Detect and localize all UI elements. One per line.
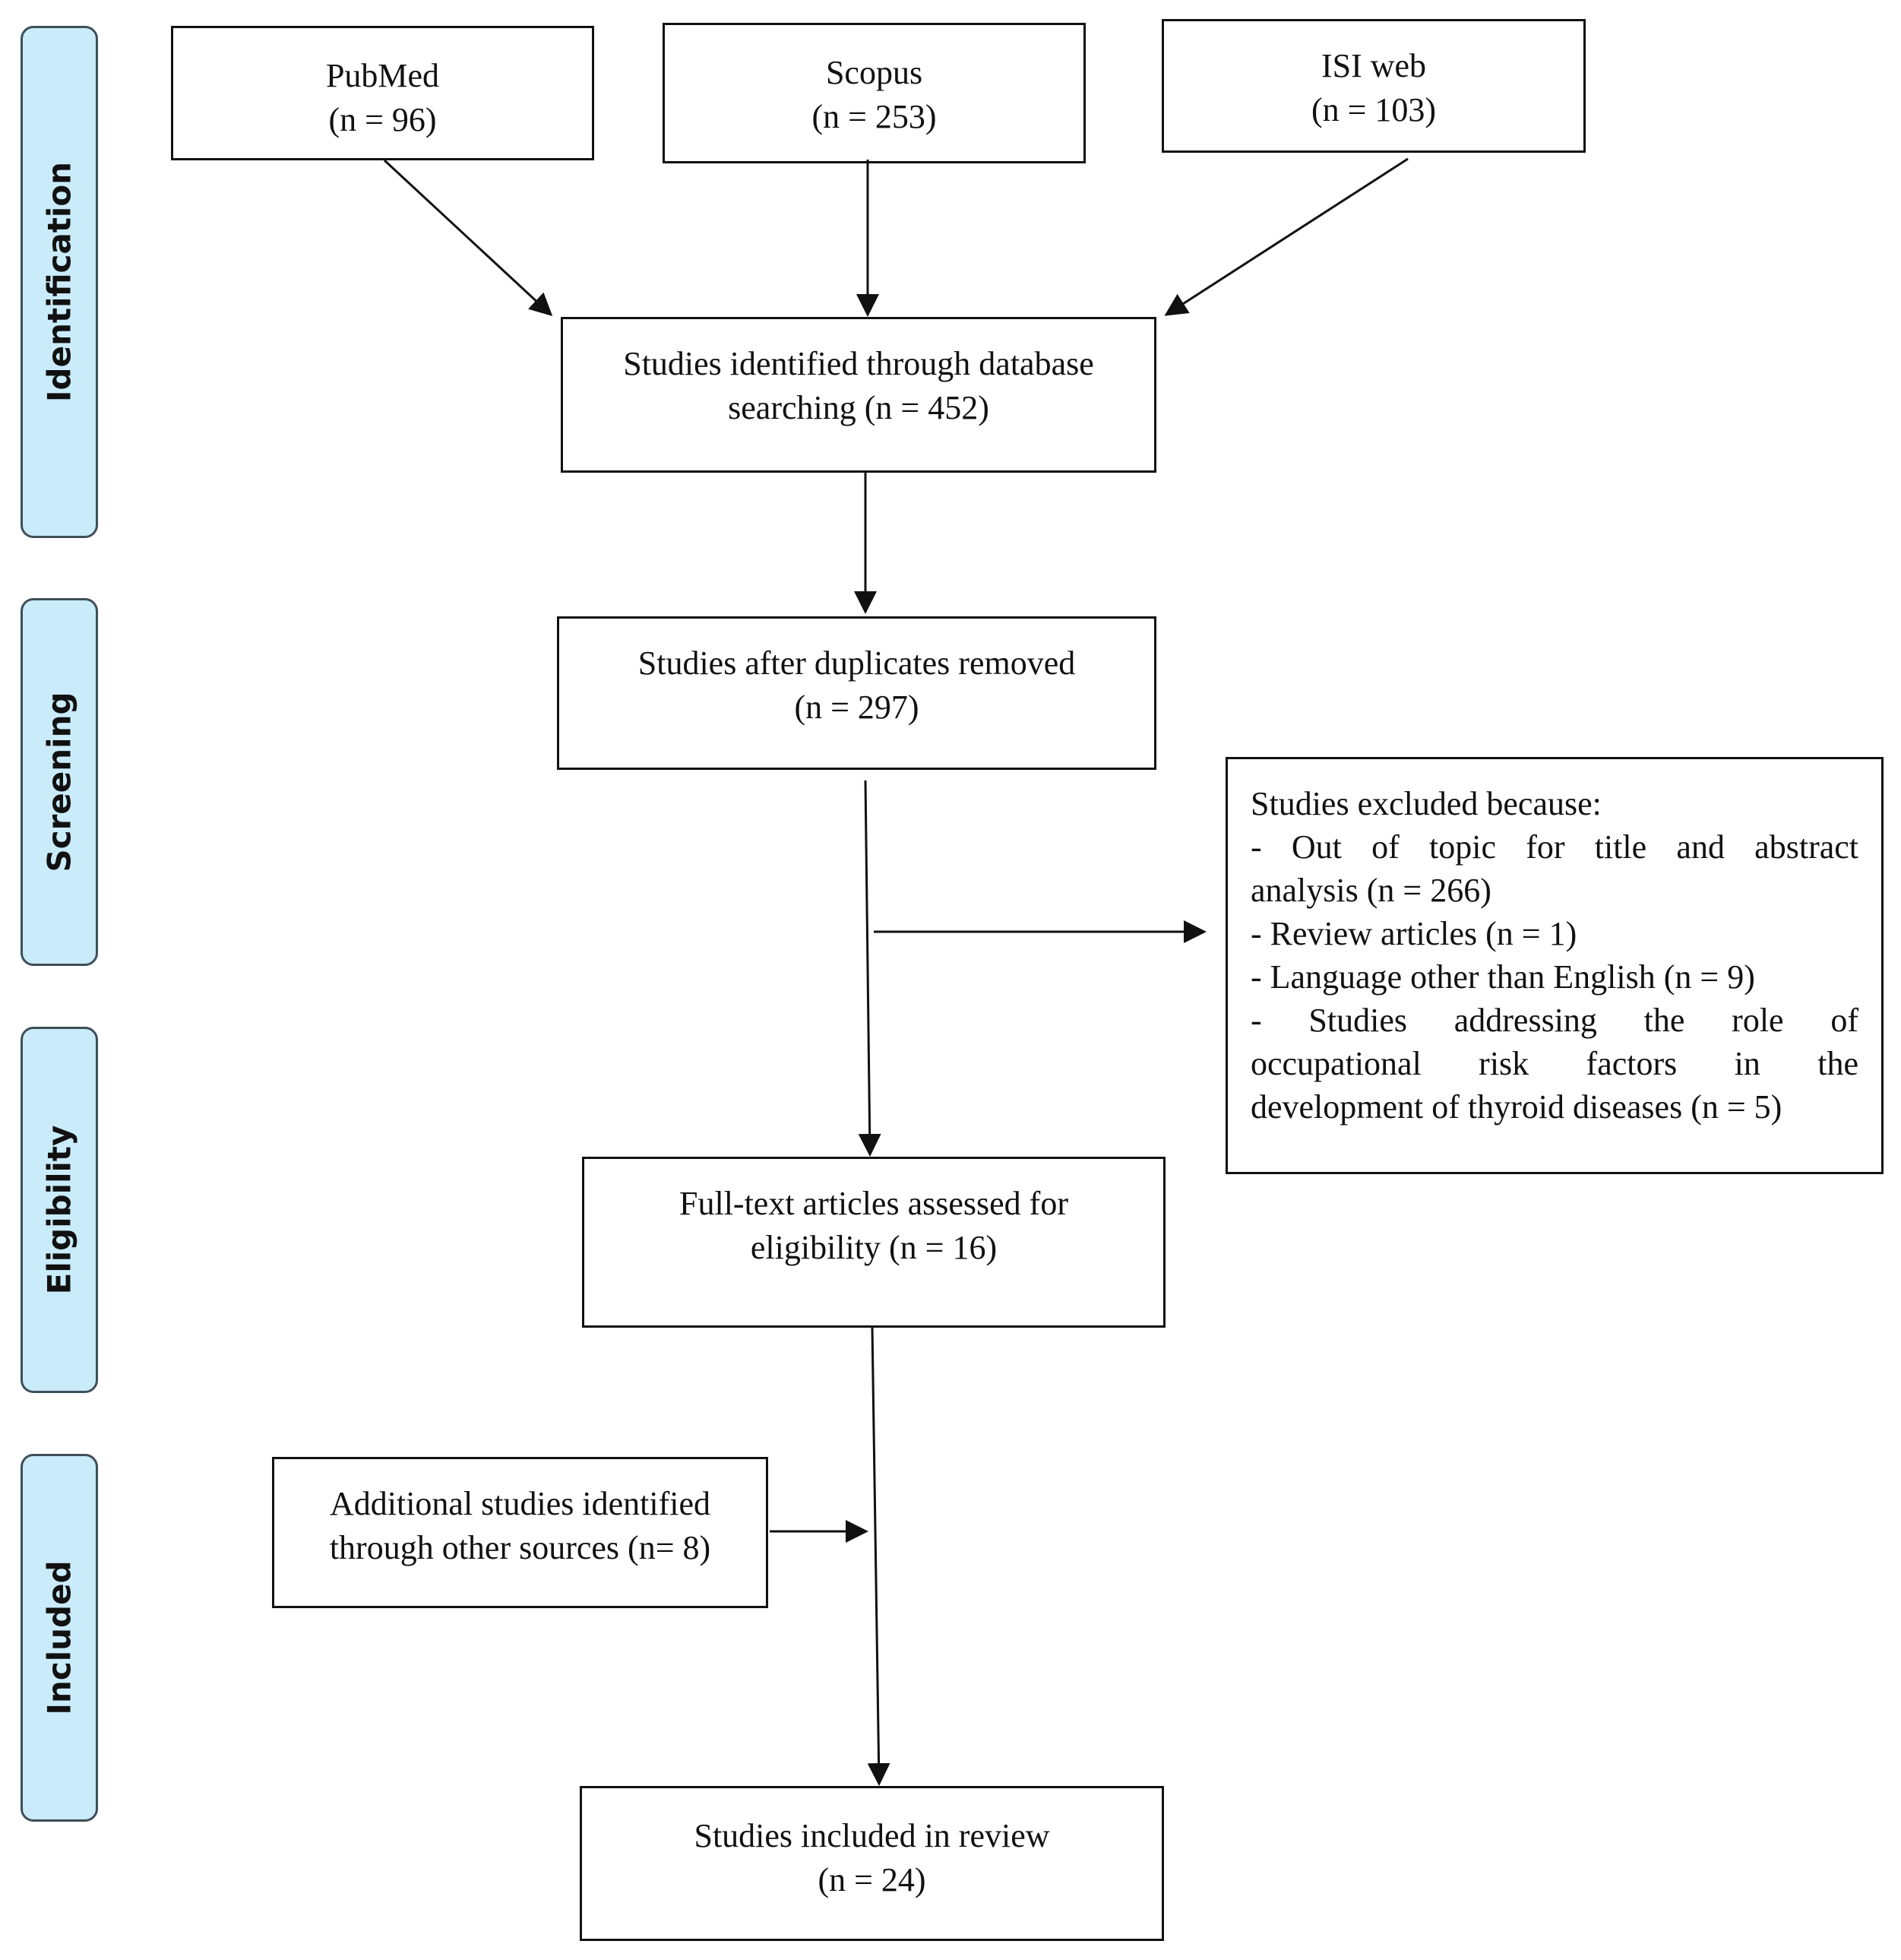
- studies-included-box: Studies included in review (n = 24): [580, 1786, 1164, 1941]
- exclusions-heading: Studies excluded because:: [1251, 785, 1602, 822]
- exclusion-item-out-of-topic-line1: - Out of topic for title and abstract: [1251, 828, 1858, 866]
- exclusion-item-occupational-line2: occupational risk factors in the: [1251, 1045, 1858, 1082]
- duplicates-removed-line2: (n = 297): [794, 689, 919, 726]
- exclusion-item-review-articles: - Review articles (n = 1): [1251, 915, 1577, 952]
- phase-eligibility-tab: Eligibility: [21, 1027, 98, 1393]
- studies-included-line2: (n = 24): [818, 1861, 926, 1898]
- arrow-isi-to-identified: [1164, 157, 1409, 316]
- pubmed-box: PubMed (n = 96): [171, 26, 594, 160]
- scopus-box: Scopus (n = 253): [663, 23, 1086, 163]
- phase-identification-tab: Identification: [21, 26, 98, 538]
- isi-web-title: ISI web: [1321, 47, 1427, 84]
- additional-studies-line2: through other sources (n= 8): [329, 1529, 711, 1566]
- scopus-count: (n = 253): [811, 98, 937, 135]
- phase-screening-tab: Screening: [21, 598, 98, 966]
- exclusion-item-occupational: - Studies addressing the role of occupat…: [1251, 999, 1858, 1129]
- arrow-dedup-to-fulltext: [858, 780, 881, 1157]
- full-text-box: Full-text articles assessed for eligibil…: [582, 1157, 1166, 1328]
- full-text-line2: eligibility (n = 16): [750, 1229, 998, 1266]
- exclusion-item-out-of-topic-line2: analysis (n = 266): [1251, 872, 1491, 909]
- duplicates-removed-box: Studies after duplicates removed (n = 29…: [557, 616, 1156, 770]
- identified-line2: searching (n = 452): [728, 389, 989, 426]
- arrow-pubmed-to-identified: [383, 159, 553, 317]
- identified-box: Studies identified through database sear…: [561, 317, 1156, 473]
- duplicates-removed-line1: Studies after duplicates removed: [637, 644, 1076, 682]
- pubmed-count: (n = 96): [328, 101, 437, 138]
- exclusion-item-occupational-line1: - Studies addressing the role of: [1251, 1002, 1858, 1039]
- additional-studies-line1: Additional studies identified: [329, 1485, 711, 1522]
- additional-studies-box: Additional studies identified through ot…: [272, 1457, 768, 1608]
- isi-web-count: (n = 103): [1311, 91, 1437, 128]
- identified-line1: Studies identified through database: [623, 345, 1094, 382]
- exclusion-item-language: - Language other than English (n = 9): [1251, 958, 1755, 996]
- exclusions-box: Studies excluded because: - Out of topic…: [1226, 757, 1884, 1174]
- exclusion-item-occupational-line3: development of thyroid diseases (n = 5): [1251, 1088, 1782, 1126]
- isi-web-box: ISI web (n = 103): [1162, 19, 1586, 153]
- studies-included-line1: Studies included in review: [694, 1817, 1050, 1854]
- scopus-title: Scopus: [825, 54, 923, 91]
- pubmed-title: PubMed: [325, 57, 440, 94]
- full-text-line1: Full-text articles assessed for: [679, 1185, 1068, 1222]
- exclusion-item-out-of-topic: - Out of topic for title and abstract an…: [1251, 825, 1858, 912]
- phase-included-tab: Included: [21, 1454, 98, 1822]
- arrow-fulltext-to-included: [867, 1327, 890, 1786]
